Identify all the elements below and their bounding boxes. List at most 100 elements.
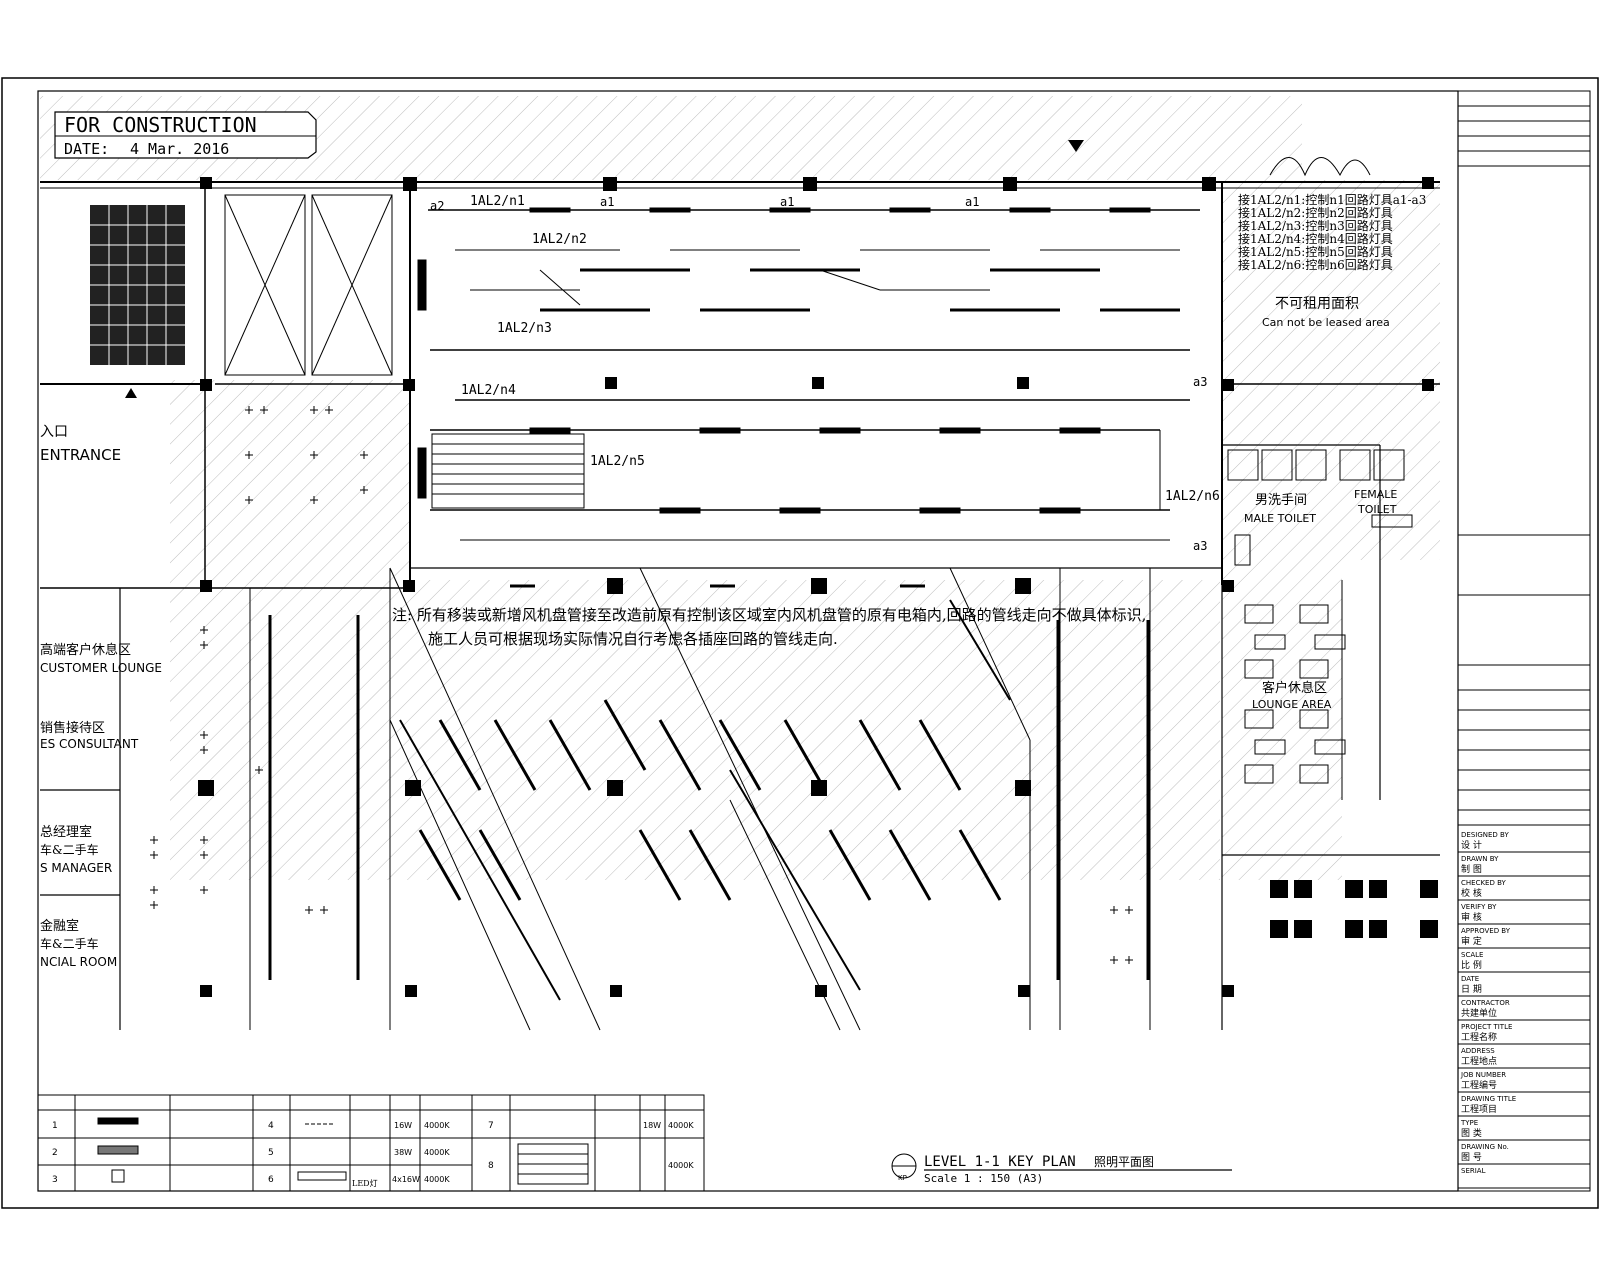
stamp-date-value: 4 Mar. 2016 <box>130 140 229 158</box>
title-block-field-en: ADDRESS <box>1461 1047 1495 1055</box>
lamp-tag-a2: a2 <box>430 199 444 213</box>
equipment-grid <box>90 205 185 365</box>
finance-label-en: NCIAL ROOM <box>40 955 117 969</box>
finance-sub-label: 车&二手车 <box>40 936 99 951</box>
legend-watt: 18W <box>643 1121 661 1130</box>
manager-sub-label: 车&二手车 <box>40 842 99 857</box>
toilet-fixtures <box>1227 449 1413 566</box>
male-toilet-label-en: MALE TOILET <box>1244 512 1316 525</box>
not-leased-label: 不可租用面积 <box>1275 296 1359 312</box>
plan-badge: KP <box>898 1174 907 1182</box>
entrance-label: 入口 <box>40 424 68 440</box>
note-line-2: 施工人员可根据现场实际情况自行考虑各插座回路的管线走向. <box>428 630 838 648</box>
not-leased-label-en: Can not be leased area <box>1262 316 1390 329</box>
structural-columns <box>198 177 1434 997</box>
title-block-field-en: DRAWING No. <box>1461 1143 1509 1151</box>
title-block-fields: DESIGNED BY设 计 DRAWN BY制 图 CHECKED BY校 核 VE… <box>1458 831 1590 1189</box>
area-labels: 不可租用面积 Can not be leased area 入口 ENTRANC… <box>40 296 1397 969</box>
title-block-field-cn: 工程编号 <box>1461 1079 1497 1091</box>
title-block-field-cn: 审 定 <box>1461 935 1482 947</box>
title-block-field-en: DATE <box>1461 975 1479 983</box>
legend-no: 1 <box>52 1121 58 1131</box>
construction-stamp: FOR CONSTRUCTION DATE: 4 Mar. 2016 <box>54 111 317 159</box>
stamp-title: FOR CONSTRUCTION <box>64 113 257 137</box>
title-block-field-en: VERIFY BY <box>1461 903 1497 911</box>
title-block-field-cn: 工程项目 <box>1461 1104 1497 1115</box>
legend-watt: 4x16W <box>392 1175 420 1184</box>
title-block-field-en: DRAWING TITLE <box>1461 1095 1516 1103</box>
legend-no: 6 <box>268 1175 274 1185</box>
title-block-field-en: APPROVED BY <box>1461 927 1511 935</box>
lamp-tag-a1: a1 <box>600 195 614 209</box>
lamp-tag-a3: a3 <box>1193 375 1207 389</box>
sales-label-en: ES CONSULTANT <box>40 737 139 751</box>
title-block-field-en: CHECKED BY <box>1461 879 1507 887</box>
fixture-legend-text: 1 2 3 4 5 6 16W 38W 4x16W 4000K 4000K 40… <box>52 1121 694 1188</box>
circuit-n5: 1AL2/n5 <box>590 454 645 469</box>
lounge-furniture <box>1244 604 1346 784</box>
vip-lounge-label: 高端客户休息区 <box>40 642 131 658</box>
title-block-field-en: DESIGNED BY <box>1461 831 1509 839</box>
title-block-field-cn: 工程地点 <box>1461 1055 1497 1067</box>
circuit-legend-line: 接1AL2/n2:控制n2回路灯具 <box>1238 205 1393 220</box>
entrance-label-en: ENTRANCE <box>40 446 121 464</box>
plan-scale: Scale 1 : 150 (A3) <box>924 1172 1043 1185</box>
title-block-field-cn: 日 期 <box>1461 984 1482 995</box>
legend-watt: 16W <box>394 1121 412 1130</box>
legend-cct: 4000K <box>424 1148 450 1157</box>
circuit-legend: 接1AL2/n1:控制n1回路灯具a1-a3 接1AL2/n2:控制n2回路灯具… <box>1238 192 1426 272</box>
legend-no: 2 <box>52 1148 58 1158</box>
title-block-field-en: JOB NUMBER <box>1460 1071 1506 1079</box>
legend-led: LED灯 <box>352 1178 378 1188</box>
circuit-legend-line: 接1AL2/n4:控制n4回路灯具 <box>1238 231 1393 246</box>
lounge-label: 客户休息区 <box>1262 680 1327 696</box>
sheet-outer-frame <box>1 77 1599 1209</box>
sales-label: 销售接待区 <box>40 720 105 736</box>
hatched-areas <box>40 96 1440 880</box>
title-block-field-en: DRAWN BY <box>1461 855 1499 863</box>
lighting-rows <box>428 207 1200 541</box>
entrance-arrow-icon <box>125 388 137 398</box>
staircase <box>417 259 585 509</box>
title-block-field-cn: 制 图 <box>1461 863 1482 875</box>
legend-cct: 4000K <box>668 1161 694 1170</box>
male-toilet-label: 男洗手间 <box>1255 493 1307 508</box>
construction-note: 注: 所有移装或新增风机盘管接至改造前原有控制该区域室内风机盘管的原有电箱内,回… <box>392 606 1146 648</box>
title-block-field-cn: 校 核 <box>1461 887 1482 899</box>
title-block-field-en: CONTRACTOR <box>1461 999 1510 1007</box>
legend-no: 5 <box>268 1148 274 1158</box>
female-toilet-label-2: TOILET <box>1357 503 1397 516</box>
circuit-n4: 1AL2/n4 <box>461 383 516 398</box>
female-toilet-label: FEMALE <box>1354 488 1397 501</box>
legend-no: 4 <box>268 1121 274 1131</box>
manager-label-en: S MANAGER <box>40 861 112 875</box>
title-block-field-cn: 比 例 <box>1461 959 1482 971</box>
circuit-labels: 1AL2/n1 1AL2/n2 1AL2/n3 1AL2/n4 1AL2/n5 … <box>430 194 1220 553</box>
legend-no: 3 <box>52 1175 58 1185</box>
stamp-date-label: DATE: <box>64 140 109 158</box>
vip-lounge-label-en: CUSTOMER LOUNGE <box>40 661 162 675</box>
circuit-legend-line: 接1AL2/n6:控制n6回路灯具 <box>1238 257 1393 272</box>
title-block-field-en: PROJECT TITLE <box>1461 1023 1512 1031</box>
title-block-lines <box>1458 105 1590 811</box>
title-block-field-cn: 设 计 <box>1461 839 1482 851</box>
title-block-field-en: SCALE <box>1461 951 1483 959</box>
title-block-field-cn: 图 号 <box>1461 1152 1482 1163</box>
tree-symbol-icon <box>1269 157 1371 177</box>
legend-watt: 38W <box>394 1148 412 1157</box>
lamp-tag-a1: a1 <box>965 195 979 209</box>
circuit-n1: 1AL2/n1 <box>470 194 525 209</box>
manager-label: 总经理室 <box>40 824 92 840</box>
title-block-field-en: SERIAL <box>1461 1167 1486 1175</box>
circuit-n6: 1AL2/n6 <box>1165 489 1220 504</box>
circuit-legend-line: 接1AL2/n3:控制n3回路灯具 <box>1238 218 1393 233</box>
legend-cct: 4000K <box>424 1121 450 1130</box>
lamp-tag-a3: a3 <box>1193 539 1207 553</box>
display-lines <box>389 567 1151 1031</box>
title-block <box>1457 90 1591 1192</box>
legend-no: 8 <box>488 1161 494 1171</box>
circuit-legend-line: 接1AL2/n1:控制n1回路灯具a1-a3 <box>1238 192 1426 207</box>
downlights <box>150 406 1133 964</box>
elevator-shafts <box>224 194 393 376</box>
